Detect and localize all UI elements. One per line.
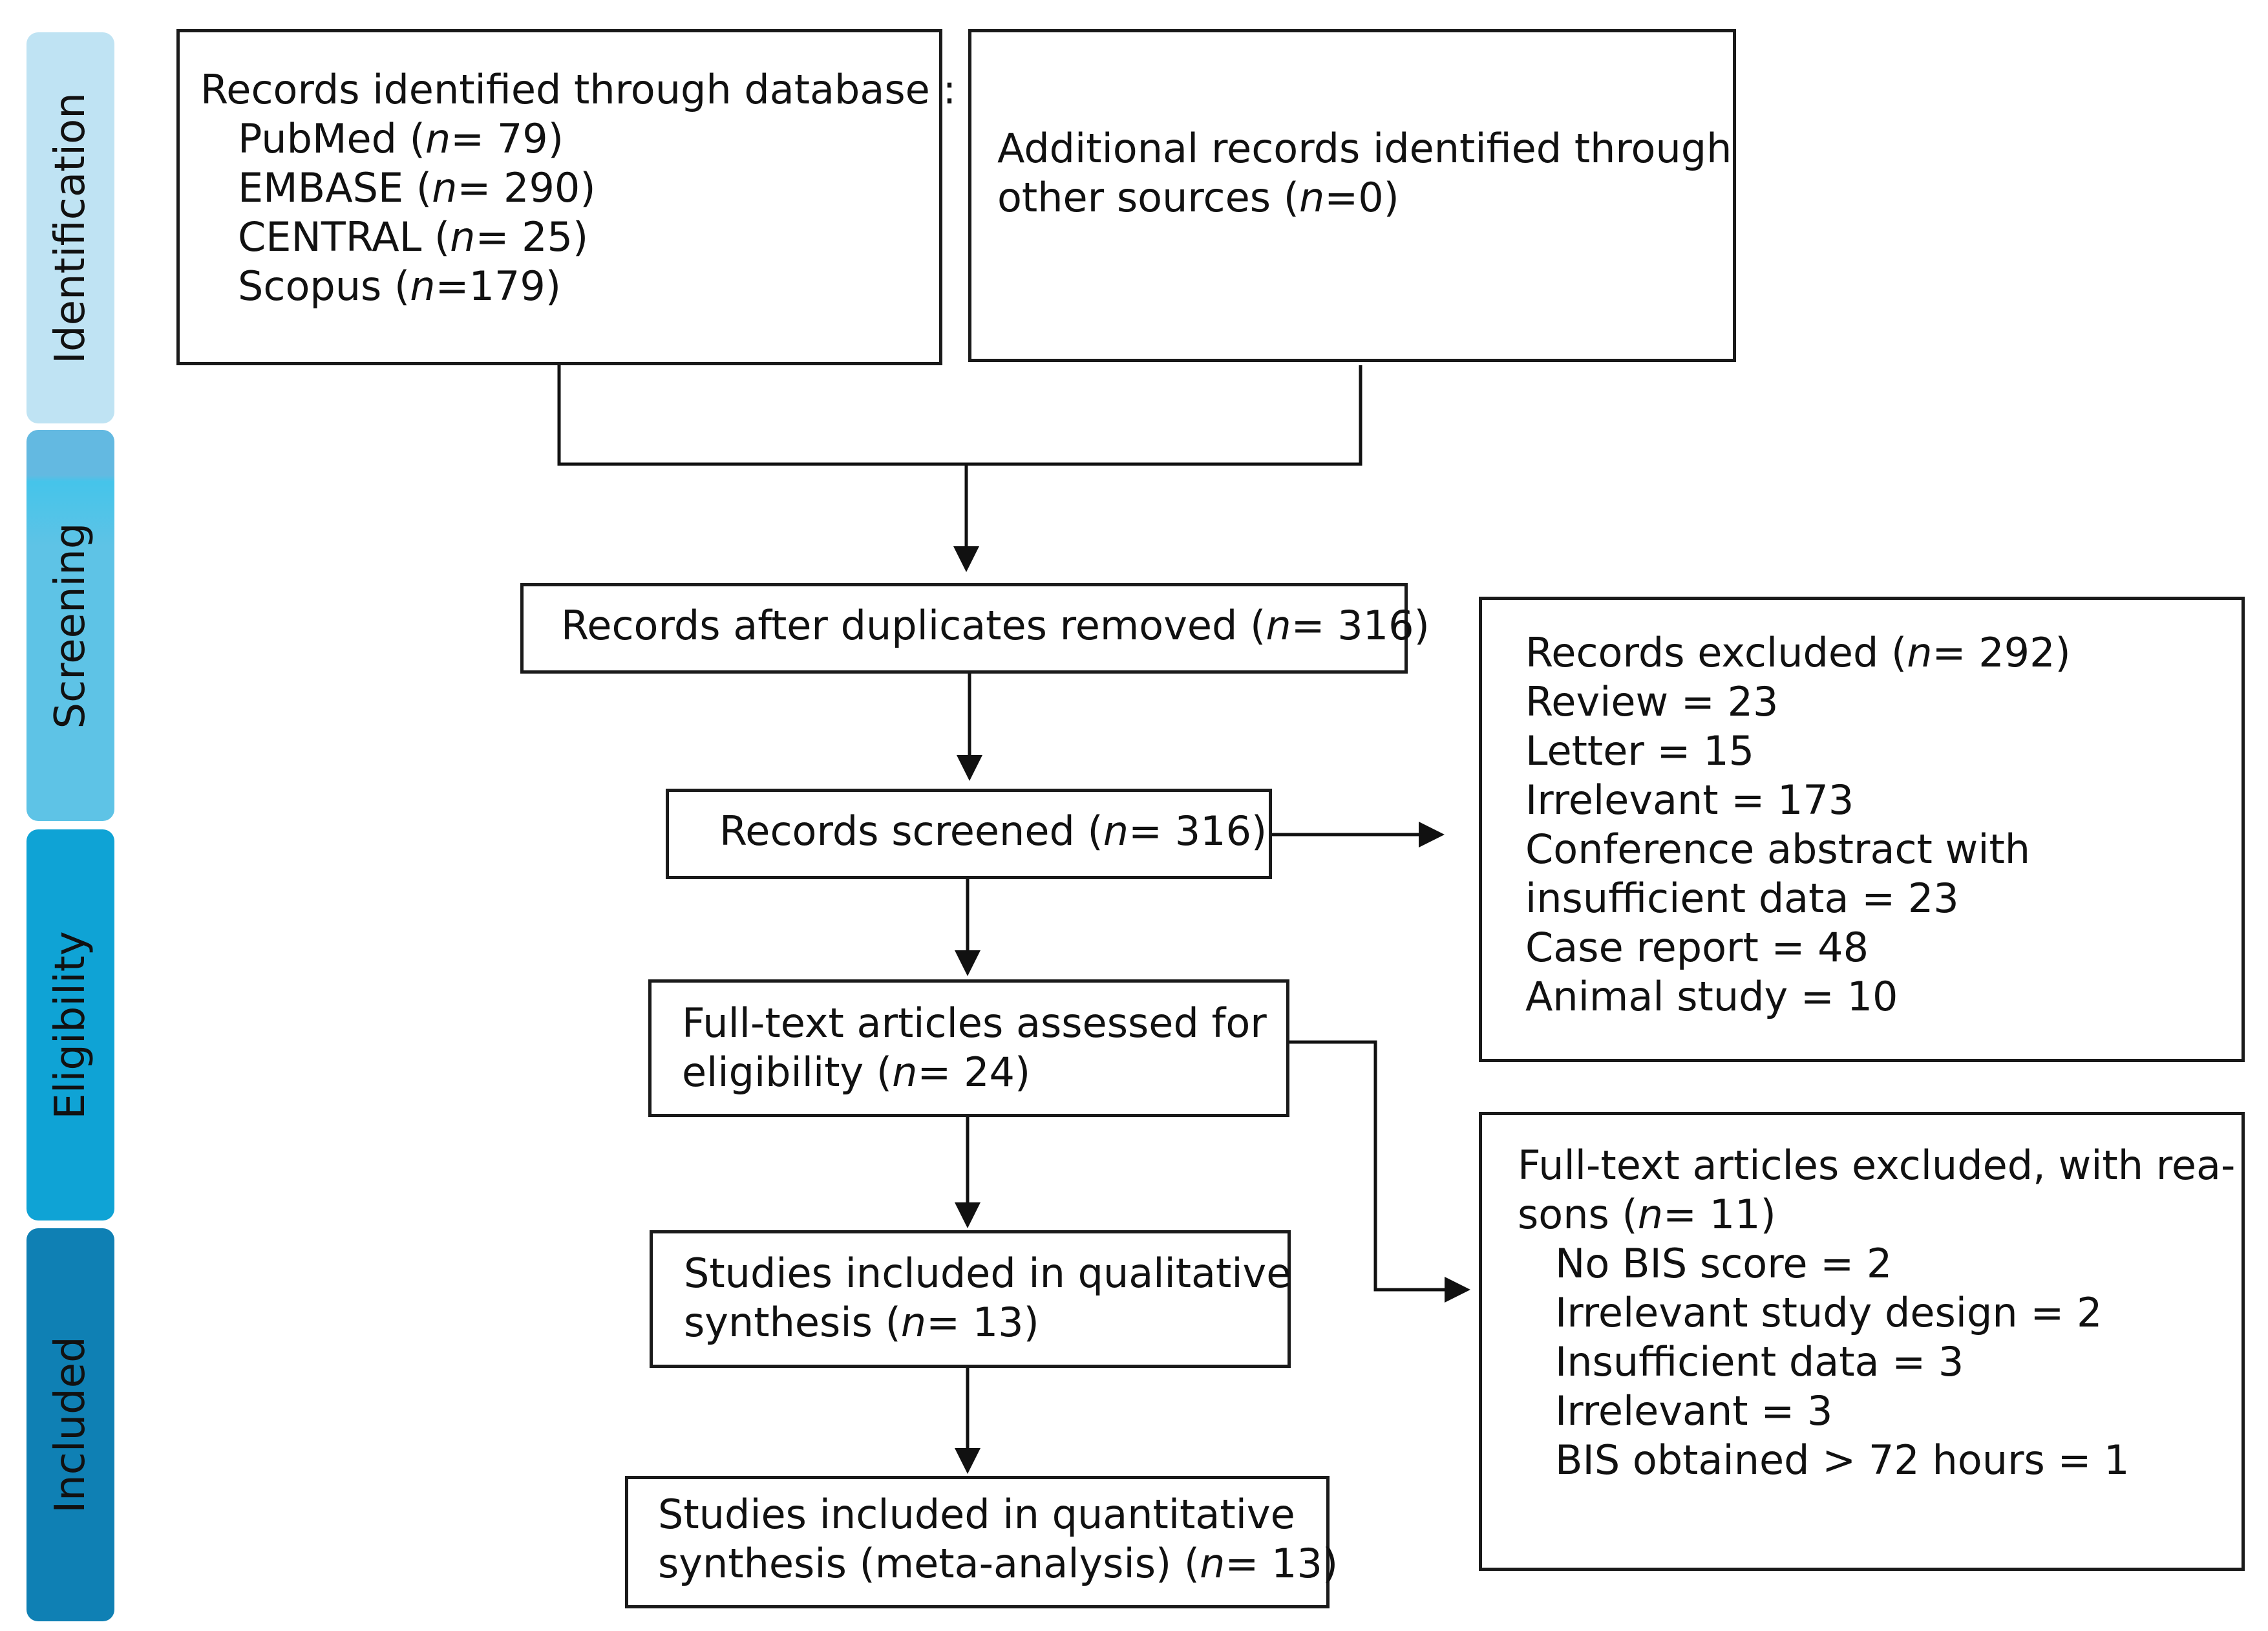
embase-count: = 290) [457, 164, 596, 211]
n-symbol: n [1266, 602, 1291, 649]
central-count: = 25) [475, 213, 589, 261]
n-symbol: n [425, 115, 451, 162]
fulltext-excluded-line2: sons (n= 11) [1518, 1190, 2235, 1239]
n-symbol: n [900, 1299, 927, 1346]
fulltext-excluded-line1: Full-text articles excluded, with rea- [1518, 1142, 2236, 1189]
fulltext-excluded-prefix: sons ( [1518, 1191, 1638, 1238]
records-excluded-box [1479, 597, 2245, 1062]
other-sources-line1: Additional records identified through [997, 125, 1732, 172]
exclusion-item: Irrelevant = 173 [1525, 776, 1854, 824]
records-excluded-text: Records excluded (n= 292) Review = 23 Le… [1525, 628, 2071, 1021]
n-symbol: n [450, 213, 476, 261]
central-label: CENTRAL [238, 213, 422, 261]
excluded-title-count: = 292) [1932, 629, 2071, 676]
embase-label: EMBASE [238, 164, 404, 211]
exclusion-reason: Irrelevant = 3 [1555, 1387, 1833, 1434]
fulltext-count: = 24) [917, 1049, 1031, 1096]
database-records-box [176, 29, 942, 365]
duplicates-removed-box [520, 583, 1408, 674]
excluded-title-prefix: Records excluded ( [1525, 629, 1907, 676]
records-screened-box [666, 789, 1272, 879]
n-symbol: n [1907, 629, 1933, 676]
fulltext-assessed-text: Full-text articles assessed for eligibil… [682, 999, 1267, 1097]
duplicates-prefix: Records after duplicates removed ( [561, 602, 1266, 649]
fulltext-assessed-box [648, 979, 1289, 1117]
exclusion-reason: Insufficient data = 3 [1555, 1338, 1964, 1385]
other-sources-line2: other sources (n=0) [997, 173, 1732, 222]
database-heading: Records identified through database : [200, 66, 957, 113]
quantitative-prefix: synthesis (meta-analysis) ( [658, 1540, 1200, 1587]
merge-connector [557, 365, 1362, 466]
exclusion-reason: Irrelevant study design = 2 [1555, 1289, 2103, 1336]
pubmed-line: PubMed (n= 79) [238, 115, 564, 162]
qualitative-line2: synthesis (n= 13) [684, 1298, 1291, 1347]
exclusion-reason: No BIS score = 2 [1555, 1240, 1892, 1287]
exclusion-item: Case report = 48 [1525, 924, 1869, 971]
qualitative-synthesis-text: Studies included in qualitative synthesi… [684, 1249, 1291, 1347]
quantitative-synthesis-box [625, 1476, 1330, 1608]
phase-bar-identification: Identification [26, 32, 114, 423]
scopus-label: Scopus [238, 262, 382, 310]
duplicates-count: = 316) [1291, 602, 1430, 649]
embase-line: EMBASE (n= 290) [238, 164, 596, 211]
other-sources-prefix: other sources ( [997, 174, 1299, 221]
quantitative-line1: Studies included in quantitative [658, 1491, 1295, 1538]
qualitative-count: = 13) [926, 1299, 1039, 1346]
records-excluded-title: Records excluded (n= 292) [1525, 628, 2071, 677]
n-symbol: n [1298, 174, 1325, 221]
fulltext-line2: eligibility (n= 24) [682, 1048, 1267, 1097]
exclusion-item: Animal study = 10 [1525, 973, 1898, 1020]
exclusion-reason: BIS obtained > 72 hours = 1 [1555, 1436, 2130, 1484]
qualitative-line1: Studies included in qualitative [684, 1250, 1291, 1297]
central-line: CENTRAL (n= 25) [238, 213, 589, 261]
quantitative-count: = 13) [1225, 1540, 1339, 1587]
fulltext-excluded-text: Full-text articles excluded, with rea- s… [1518, 1141, 2235, 1485]
n-symbol: n [1200, 1540, 1225, 1587]
quantitative-synthesis-text: Studies included in quantitative synthes… [658, 1490, 1338, 1588]
exclusion-item: Review = 23 [1525, 678, 1779, 725]
n-symbol: n [1637, 1191, 1664, 1238]
duplicates-removed-text: Records after duplicates removed (n= 316… [561, 601, 1430, 650]
exclusion-item: insufficient data = 23 [1525, 875, 1959, 922]
qualitative-prefix: synthesis ( [684, 1299, 901, 1346]
database-records-text: Records identified through database : Pu… [200, 65, 956, 311]
n-symbol: n [892, 1049, 918, 1096]
scopus-count: =179) [435, 262, 562, 310]
fulltext-excluded-box [1479, 1112, 2245, 1571]
other-sources-text: Additional records identified through ot… [997, 124, 1732, 222]
exclusion-item: Letter = 15 [1525, 727, 1755, 774]
screened-count: = 316) [1129, 807, 1267, 855]
phase-bar-included: Included [26, 1228, 114, 1621]
pubmed-label: PubMed [238, 115, 397, 162]
fulltext-line1: Full-text articles assessed for [682, 999, 1267, 1047]
exclusion-item: Conference abstract with [1525, 826, 2031, 873]
records-screened-text: Records screened (n= 316) [719, 807, 1267, 856]
n-symbol: n [410, 262, 436, 310]
screened-prefix: Records screened ( [719, 807, 1103, 855]
quantitative-line2: synthesis (meta-analysis) (n= 13) [658, 1539, 1338, 1588]
arrow-to-fulltext-excluded [1286, 1040, 1470, 1303]
other-sources-count: =0) [1324, 174, 1399, 221]
other-sources-box [968, 29, 1736, 362]
n-symbol: n [432, 164, 458, 211]
fulltext-prefix: eligibility ( [682, 1049, 893, 1096]
phase-bar-screening: Screening [26, 430, 114, 821]
scopus-line: Scopus (n=179) [238, 262, 562, 310]
fulltext-excluded-count: = 11) [1663, 1191, 1776, 1238]
n-symbol: n [1103, 807, 1129, 855]
qualitative-synthesis-box [650, 1230, 1291, 1368]
phase-bar-eligibility: Eligibility [26, 829, 114, 1221]
pubmed-count: = 79) [450, 115, 564, 162]
